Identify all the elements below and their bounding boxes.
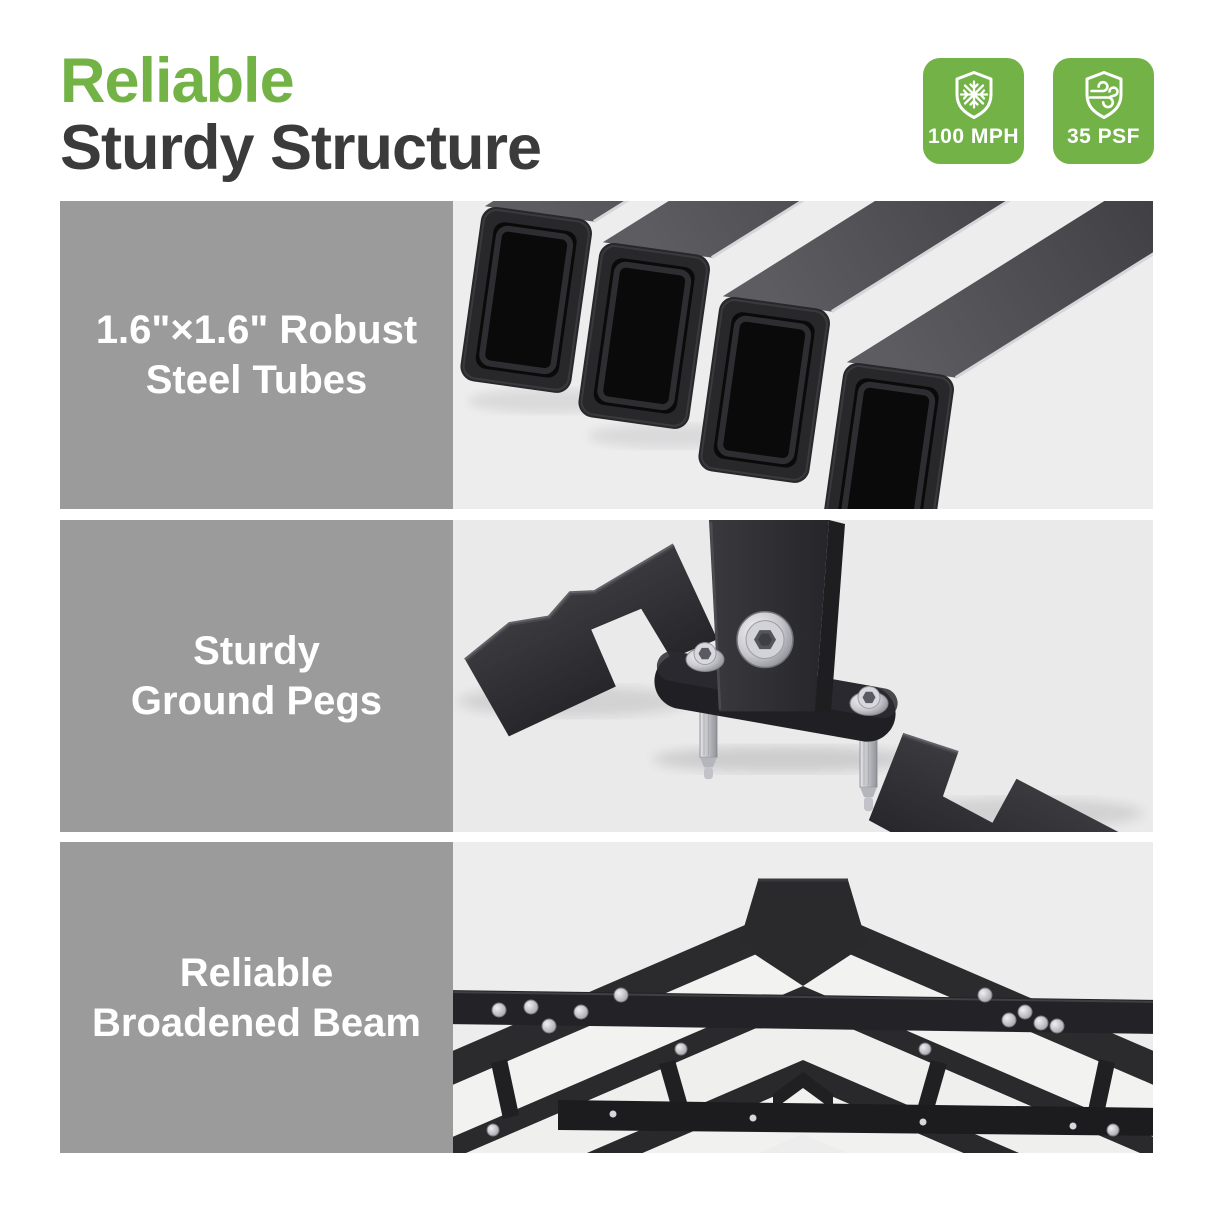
hex-bolt-large [736, 610, 794, 669]
steel-tube [822, 201, 1153, 509]
broadened-beam-photo [453, 842, 1153, 1153]
page-title: Reliable Sturdy Structure [60, 46, 542, 183]
feature-label-line: Reliable [179, 950, 334, 995]
feature-row-ground-pegs: Sturdy Ground Pegs [60, 520, 1153, 832]
feature-row-steel-tubes: 1.6"×1.6" Robust Steel Tubes [60, 201, 1153, 509]
feature-label-box: Sturdy Ground Pegs [60, 520, 453, 832]
badge-label: 35 PSF [1066, 125, 1141, 148]
steel-tube [460, 201, 1061, 393]
steel-tube [698, 201, 1153, 483]
ground-peg-left [699, 710, 718, 780]
ridge-gusset [739, 878, 867, 986]
snow-rating-badge: 35 PSF [1053, 58, 1154, 164]
feature-row-broadened-beam: Reliable Broadened Beam [60, 842, 1153, 1153]
feature-label-line: 1.6"×1.6" Robust [95, 308, 418, 352]
ground-pegs-photo [453, 520, 1153, 832]
snowflake-shield-icon [955, 71, 992, 119]
title-line-1: Reliable [60, 46, 295, 116]
wind-shield-icon [1085, 71, 1122, 119]
roof-frame-illustration [453, 842, 1153, 1153]
badge-label: 100 MPH [927, 125, 1020, 148]
feature-label-line: Ground Pegs [130, 679, 383, 723]
steel-tube [578, 201, 1153, 429]
roof-arch-strut [773, 1072, 833, 1110]
ground-peg-right [859, 736, 878, 812]
feature-label-line: Steel Tubes [145, 358, 368, 402]
feature-label-line: Sturdy [193, 629, 320, 673]
lower-beam [558, 1100, 1153, 1136]
roof-strut [491, 1059, 519, 1119]
hex-bolt-left [685, 642, 725, 673]
ground-peg-clamp-right [868, 732, 1129, 832]
feature-label-line: Broadened Beam [92, 1000, 421, 1045]
roof-strut [1087, 1059, 1115, 1119]
steel-tubes-illustration [453, 201, 1153, 509]
title-line-2: Sturdy Structure [60, 113, 542, 183]
rating-badges: 100 MPH 35 PSF [923, 58, 1154, 164]
wind-rating-badge: 100 MPH [923, 58, 1024, 164]
steel-tubes-photo [453, 201, 1153, 509]
rivets [486, 987, 1120, 1137]
feature-label-box: 1.6"×1.6" Robust Steel Tubes [60, 201, 453, 509]
ground-peg-clamp-left [464, 543, 718, 737]
ground-pegs-illustration [453, 520, 1153, 832]
hex-bolt-right [849, 685, 889, 716]
feature-label-box: Reliable Broadened Beam [60, 842, 453, 1153]
broadened-beam [453, 990, 1153, 1034]
